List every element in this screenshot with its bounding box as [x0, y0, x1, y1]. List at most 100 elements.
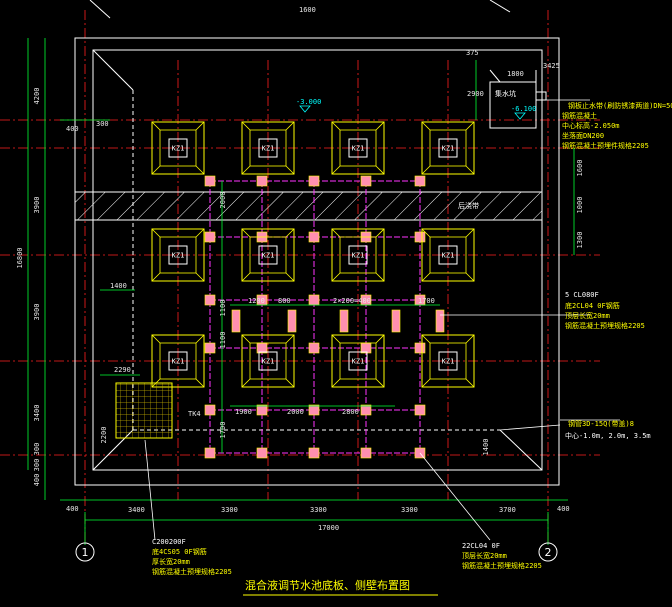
pit-note: 中心标高-2.050m — [562, 121, 620, 130]
dimension-lines — [27, 38, 575, 545]
footing-slope — [241, 228, 251, 238]
dimension-text: 375 — [466, 49, 479, 57]
base-note: 钢筋混凝土预埋规格2205 — [152, 567, 232, 576]
drawing-title: 混合液调节水池底板、侧壁布置图 — [245, 578, 410, 592]
column-footing — [331, 334, 385, 388]
column-cap — [249, 342, 287, 380]
pile-cap — [204, 294, 216, 306]
sump-pit — [489, 69, 547, 129]
column-section — [348, 138, 368, 158]
footing-slope — [151, 334, 161, 344]
column-section — [258, 351, 278, 371]
pile-cap — [308, 175, 320, 187]
annotations: 后浇带 集水坑 钢板止水带(刷防锈漆两道)DN=500 钢筋混凝土 中心标高-2… — [152, 89, 672, 576]
footing-slope — [151, 121, 161, 131]
dimension-text: 2000 — [219, 192, 227, 209]
column-section — [168, 138, 188, 158]
column-kz1: KZ1 — [151, 121, 205, 175]
column-kz1: KZ1 — [331, 121, 385, 175]
opening — [339, 309, 349, 333]
column-label: KZ1 — [172, 145, 185, 153]
column-cap — [429, 236, 467, 274]
column-section — [168, 245, 188, 265]
pile-cap — [204, 447, 216, 459]
footing-slope — [151, 228, 161, 238]
level-triangle — [514, 112, 526, 120]
pile-cap — [360, 175, 372, 187]
sump-outline — [489, 81, 537, 129]
column-section — [348, 245, 368, 265]
footing-slope — [331, 228, 341, 238]
beam-bottom-note: 顶层长宽20mm — [462, 551, 507, 560]
column-kz1: KZ1 — [331, 334, 385, 388]
beam-note: 5 CL080F — [565, 291, 599, 299]
dimension-text: 1300 — [576, 232, 584, 249]
dimension-text: 1400 — [482, 439, 490, 456]
column-cap — [339, 129, 377, 167]
pile-cap — [360, 404, 372, 416]
pit-note: 钢筋混凝土 — [562, 111, 597, 120]
dimension-text: 400 — [557, 505, 570, 513]
column-footing — [421, 121, 475, 175]
column-cap — [159, 342, 197, 380]
beam-bottom-note: 22CL04 0F — [462, 542, 500, 550]
leader-lines — [144, 99, 620, 541]
column-label: KZ1 — [442, 145, 455, 153]
pile-cap — [204, 175, 216, 187]
column-footing — [421, 228, 475, 282]
pile-cap — [414, 342, 426, 354]
pile-cap — [308, 231, 320, 243]
base-note: 底4CS05 0F钢筋 — [152, 547, 207, 556]
pile-cap — [414, 231, 426, 243]
pile-cap — [308, 294, 320, 306]
column-section — [438, 245, 458, 265]
dimension-text: 400 — [66, 125, 79, 133]
axis-label-2: 2 — [545, 546, 552, 559]
dimension-text: 1100 — [219, 332, 227, 349]
footing-slope — [241, 334, 251, 344]
axis-bubble — [75, 542, 95, 562]
dimension-text: 800 — [278, 297, 291, 305]
dimension-text: 16800 — [16, 247, 24, 268]
post-pour-label: 后浇带 — [458, 201, 479, 210]
footing-slope — [375, 378, 385, 388]
footing-slope — [285, 378, 295, 388]
footing-slope — [285, 165, 295, 175]
pile-cap — [414, 404, 426, 416]
column-footing — [151, 228, 205, 282]
openings — [231, 309, 445, 333]
beam-note: 钢筋混凝土预埋规格2205 — [565, 321, 645, 330]
column-cap — [159, 236, 197, 274]
opening — [435, 309, 445, 333]
dimension-text: 400 — [33, 474, 41, 487]
pile-cap — [204, 342, 216, 354]
column-cap — [159, 129, 197, 167]
footing-slope — [241, 121, 251, 131]
sump-pipe — [535, 91, 547, 101]
column-label: KZ1 — [352, 252, 365, 260]
level-text: -3.000 — [296, 98, 321, 106]
level-triangle — [299, 105, 311, 113]
dimension-text: 3300 — [401, 506, 418, 514]
dimension-text: 300 — [33, 443, 41, 456]
footing-slope — [331, 165, 341, 175]
corner-slope — [92, 49, 134, 91]
footing-slope — [241, 165, 251, 175]
opening — [287, 309, 297, 333]
dimension-text: 2290 — [114, 366, 131, 374]
dimension-text: 2000 — [287, 408, 304, 416]
column-footing — [241, 228, 295, 282]
sump-slope — [489, 69, 501, 83]
footing-slope — [421, 334, 431, 344]
footing-slope — [465, 272, 475, 282]
beam-bottom-note: 钢筋混凝土预埋规格2205 — [462, 561, 542, 570]
opening — [231, 309, 241, 333]
column-label: KZ1 — [442, 252, 455, 260]
column-section — [258, 245, 278, 265]
base-note: 厚长宽20mm — [152, 557, 190, 566]
footing-slope — [421, 121, 431, 131]
column-label: KZ1 — [442, 358, 455, 366]
footing-slope — [151, 165, 161, 175]
column-kz1: KZ1 — [151, 228, 205, 282]
